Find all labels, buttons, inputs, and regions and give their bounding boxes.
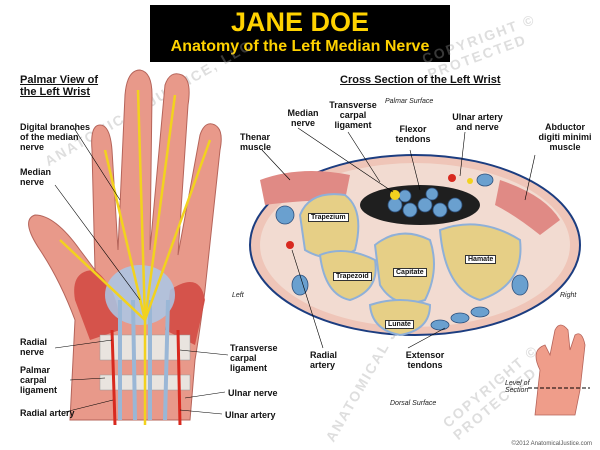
label-dorsal-surface: Dorsal Surface xyxy=(390,400,437,407)
level-of-section-hand xyxy=(528,324,590,416)
bone-trapezoid: Trapezoid xyxy=(333,272,372,281)
hand-shape xyxy=(28,69,222,426)
label-digital-branches: Digital branches of the median nerve xyxy=(20,122,91,152)
label-ulnar-artery: Ulnar artery xyxy=(225,410,276,420)
label-abductor: Abductor digiti minimi muscle xyxy=(538,122,592,152)
bone-hamate: Hamate xyxy=(465,255,497,264)
label-right: Right xyxy=(560,292,577,299)
label-cs-transverse-ligament: Transverse carpal ligament xyxy=(329,100,377,130)
label-left: Left xyxy=(232,292,244,299)
cross-section-title: Cross Section of the Left Wrist xyxy=(340,74,501,86)
label-level-of-section: Level of Section xyxy=(505,380,530,394)
label-radial-nerve: Radial nerve xyxy=(20,337,48,357)
palmar-view-title: Palmar View of the Left Wrist xyxy=(20,74,99,98)
page-subtitle: Anatomy of the Left Median Nerve xyxy=(170,38,430,55)
copyright-footer: ©2012 AnatomicalJustice.com xyxy=(511,441,592,447)
label-ulnar-artery-nerve: Ulnar artery and nerve xyxy=(452,112,503,132)
label-cs-median-nerve: Median nerve xyxy=(287,108,319,128)
label-palmar-surface: Palmar Surface xyxy=(385,98,434,105)
label-median-nerve: Median nerve xyxy=(20,167,52,187)
label-extensor-tendons: Extensor tendons xyxy=(405,350,445,370)
bone-trapezium: Trapezium xyxy=(308,213,349,222)
bone-capitate: Capitate xyxy=(393,268,427,277)
label-ulnar-nerve: Ulnar nerve xyxy=(228,388,278,398)
label-palmar-carpal-ligament: Palmar carpal ligament xyxy=(20,365,58,395)
label-thenar-muscle: Thenar muscle xyxy=(240,132,272,152)
wrist-cross-section xyxy=(249,154,581,337)
bone-lunate: Lunate xyxy=(385,320,414,329)
title-banner: JANE DOE Anatomy of the Left Median Nerv… xyxy=(150,5,450,62)
label-transverse-carpal-ligament: Transverse carpal ligament xyxy=(230,343,278,373)
label-flexor-tendons: Flexor tendons xyxy=(395,124,431,144)
label-cs-radial-artery: Radial artery xyxy=(310,350,338,370)
patient-name: JANE DOE xyxy=(230,7,370,37)
label-radial-artery: Radial artery xyxy=(20,408,75,418)
